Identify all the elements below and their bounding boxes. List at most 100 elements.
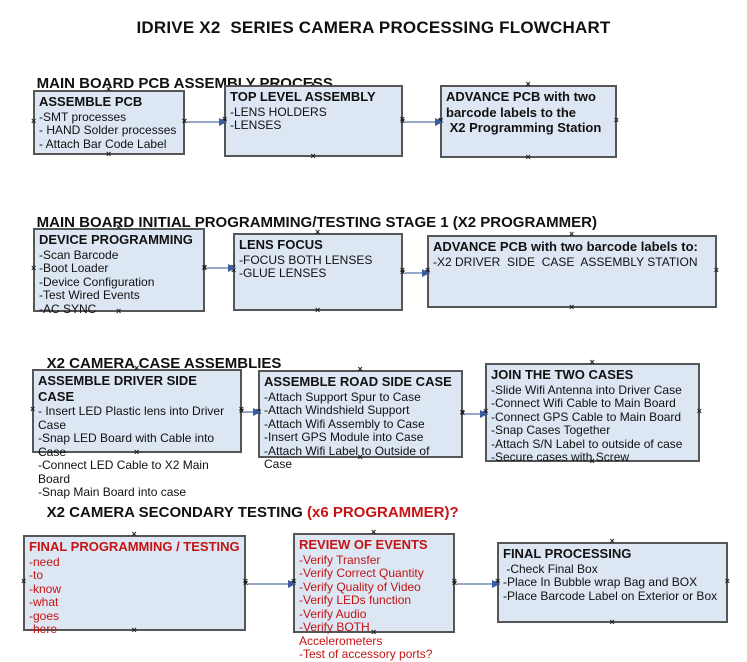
connector-handle-icon: ×: [609, 536, 615, 546]
box-item-list: -Attach Support Spur to Case-Attach Wind…: [264, 389, 457, 472]
section-heading-text: MAIN BOARD INITIAL PROGRAMMING/TESTING S…: [36, 214, 597, 231]
box-item: -LENS HOLDERS: [230, 104, 327, 119]
box-item: -X2 DRIVER SIDE CASE ASSEMBLY STATION: [433, 254, 698, 269]
flow-box-top-level-assembly: TOP LEVEL ASSEMBLY -LENS HOLDERS-LENSES …: [222, 80, 405, 161]
box-item: -need: [29, 554, 60, 569]
connector-handle-icon: ×: [255, 406, 261, 416]
box-item: -Place Barcode Label on Exterior or Box: [503, 588, 718, 603]
box-item: -Connect LED Cable to X2 Main Board: [38, 458, 213, 486]
box-item: -Boot Loader: [39, 261, 109, 276]
box-item-list: -FOCUS BOTH LENSES-GLUE LENSES: [239, 252, 397, 281]
connector-handle-icon: ×: [30, 404, 36, 414]
box-item: -goes: [29, 608, 60, 623]
box-item: -Verify Audio: [299, 606, 367, 621]
box-item: -what: [29, 595, 59, 610]
box-item: -Verify Transfer: [299, 552, 381, 567]
box-title: FINAL PROGRAMMING / TESTING: [29, 539, 240, 554]
flow-arrow-icon: ××: [400, 117, 443, 126]
flow-arrow-icon: ××: [452, 579, 500, 588]
connector-handle-icon: ×: [290, 578, 296, 588]
connector-handle-icon: ×: [221, 116, 227, 126]
box-item: - Insert LED Plastic lens into Driver Ca…: [38, 404, 228, 432]
box-title: JOIN THE TWO CASES: [491, 367, 634, 382]
section-heading-case-assemblies: X2 CAMERA CASE ASSEMBLIES: [30, 338, 282, 389]
connector-handle-icon: ×: [609, 617, 615, 627]
section-heading-text: X2 CAMERA CASE ASSEMBLIES: [46, 355, 282, 372]
connector-handle-icon: ×: [525, 152, 531, 162]
box-title: ADVANCE PCB with two barcode labels to t…: [446, 89, 602, 136]
flow-box-final-programming-testing: FINAL PROGRAMMING / TESTING -need-to-kno…: [21, 530, 248, 636]
box-item-list: - Insert LED Plastic lens into Driver Ca…: [38, 404, 236, 500]
box-item: -Attach S/N Label to outside of case: [491, 436, 683, 451]
box-item: -Slide Wifi Antenna into Driver Case: [491, 382, 682, 397]
box-item: -LENSES: [230, 118, 282, 133]
box-item-list: -Verify Transfer-Verify Correct Quantity…: [299, 552, 449, 662]
box-item-list: -need-to-know-what-goes-here: [29, 554, 240, 637]
flow-arrow-icon: ××: [239, 407, 261, 416]
flow-box-review-of-events: REVIEW OF EVENTS -Verify Transfer-Verify…: [291, 528, 457, 661]
box-item: -Test of accessory ports?: [299, 647, 433, 662]
box-item: -Device Configuration: [39, 274, 155, 289]
connector-handle-icon: ×: [31, 263, 37, 273]
connector-handle-icon: ×: [31, 115, 37, 126]
connector-handle-icon: ×: [482, 408, 488, 418]
flow-box-assemble-road-side-case: ASSEMBLE ROAD SIDE CASE -Attach Support …: [256, 365, 465, 472]
box-item: -Attach Wifi Label to Outside of Case: [264, 443, 433, 472]
box-item-list: -SMT processes- HAND Solder processes- A…: [39, 109, 179, 152]
connector-handle-icon: ×: [724, 575, 730, 586]
connector-handle-icon: ×: [713, 264, 719, 275]
connector-handle-icon: ×: [696, 405, 702, 416]
connector-handle-icon: ×: [525, 79, 531, 89]
box-item: -Verify LEDs function: [299, 593, 412, 608]
box-item: -Check Final Box: [503, 561, 598, 576]
section-heading-red-suffix: (x6 PROGRAMMER)?: [306, 504, 459, 521]
box-item: -FOCUS BOTH LENSES: [239, 252, 373, 267]
flow-box-advance-pcb-programming-station: ADVANCE PCB with two barcode labels to t…: [438, 80, 619, 162]
box-item-list: -Slide Wifi Antenna into Driver Case-Con…: [491, 382, 694, 465]
connector-handle-icon: ×: [424, 267, 430, 277]
box-item: -here: [29, 622, 58, 637]
box-item-list: -X2 DRIVER SIDE CASE ASSEMBLY STATION: [433, 254, 711, 270]
box-title: ADVANCE PCB with two barcode labels to:: [433, 239, 698, 254]
flow-arrow-icon: ××: [202, 263, 236, 272]
box-item: -Attach Support Spur to Case: [264, 389, 421, 404]
flow-box-device-programming: DEVICE PROGRAMMING -Scan Barcode-Boot Lo…: [31, 223, 207, 316]
section-heading-initial-programming: MAIN BOARD INITIAL PROGRAMMING/TESTING S…: [20, 197, 597, 248]
connector-handle-icon: ×: [569, 302, 575, 312]
section-heading-text: X2 CAMERA SECONDARY TESTING: [46, 504, 307, 521]
box-item: - Attach Bar Code Label: [39, 136, 167, 151]
box-item: -Connect Wifi Cable to Main Board: [491, 396, 676, 411]
flow-box-advance-pcb-driver-side-station: ADVANCE PCB with two barcode labels to: …: [425, 230, 719, 312]
box-title: REVIEW OF EVENTS: [299, 537, 428, 552]
box-item: -Attach Wifi Assembly to Case: [264, 416, 425, 431]
box-item: -know: [29, 581, 62, 596]
flow-arrow-icon: ××: [400, 268, 430, 277]
connector-handle-icon: ×: [357, 364, 363, 374]
box-title: TOP LEVEL ASSEMBLY: [230, 89, 376, 104]
connector-handle-icon: ×: [589, 357, 595, 367]
connector-handle-icon: ×: [106, 149, 112, 159]
box-item: -Test Wired Events: [39, 288, 140, 303]
box-item-list: -LENS HOLDERS-LENSES: [230, 104, 397, 133]
connector-handle-icon: ×: [494, 578, 500, 588]
page-title: IDRIVE X2 SERIES CAMERA PROCESSING FLOWC…: [136, 18, 611, 37]
box-item: -Verify Correct Quantity: [299, 566, 424, 581]
connector-handle-icon: ×: [21, 576, 27, 586]
box-item: -Verify Quality of Video: [299, 579, 421, 594]
box-item: -Secure cases with Screw: [491, 450, 630, 465]
connector-handle-icon: ×: [613, 114, 619, 125]
box-item: -Snap LED Board with Cable into Case: [38, 431, 218, 459]
box-item-list: -Scan Barcode-Boot Loader-Device Configu…: [39, 248, 199, 317]
box-title: ASSEMBLE PCB: [39, 94, 143, 109]
connector-handle-icon: ×: [230, 262, 236, 272]
box-item: -SMT processes: [39, 109, 127, 124]
section-heading-secondary-testing: X2 CAMERA SECONDARY TESTING (x6 PROGRAMM…: [30, 487, 459, 538]
box-item: -Place In Bubble wrap Bag and BOX: [503, 575, 698, 590]
box-item: -Insert GPS Module into Case: [264, 430, 424, 445]
box-title: ASSEMBLE DRIVER SIDE CASE: [38, 373, 201, 404]
box-title: DEVICE PROGRAMMING: [39, 232, 193, 247]
flow-arrow-icon: ××: [243, 579, 296, 588]
connector-handle-icon: ×: [437, 116, 443, 126]
flow-box-assemble-pcb: ASSEMBLE PCB -SMT processes- HAND Solder…: [31, 85, 187, 159]
